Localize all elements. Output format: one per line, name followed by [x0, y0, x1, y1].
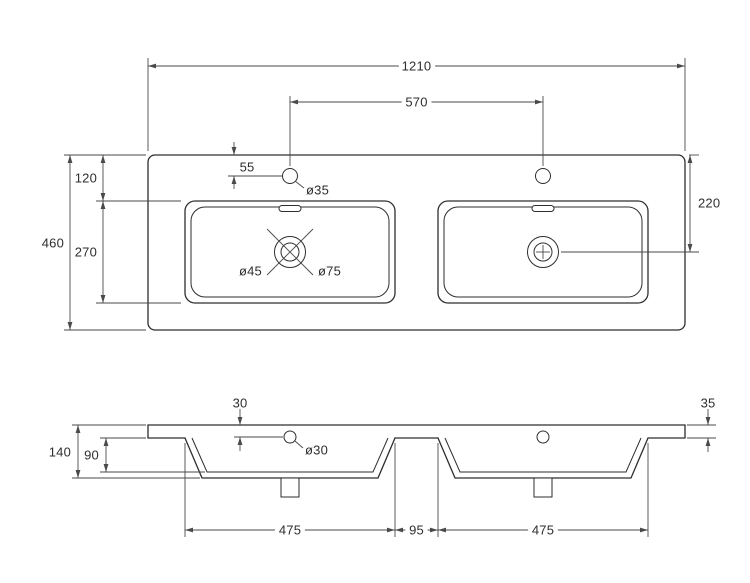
label-hole-diameter: ø30: [294, 440, 328, 458]
left-basin-rim: [184, 200, 396, 304]
dim-label-hole-diameter: ø30: [305, 443, 328, 458]
label-faucet-hole-diameter: ø35: [294, 180, 329, 198]
dim-label-basin-length: 270: [75, 245, 97, 260]
leader-line: [294, 180, 305, 189]
dim-label-left-bowl-width: 475: [279, 523, 301, 538]
dim-label-overall-depth: 460: [42, 236, 64, 251]
dim-label-right-bowl-width: 475: [532, 523, 554, 538]
top-plan-view: 1210 570 55 ø35 ø45 ø75 120: [37, 54, 720, 331]
countertop-outline: [147, 154, 686, 331]
dim-basin-length: 270: [75, 201, 181, 304]
dim-label-overall-height: 140: [49, 445, 71, 460]
dim-label-drain-recess-diameter: ø75: [318, 264, 341, 279]
dim-label-overall-width: 1210: [402, 59, 432, 74]
dim-faucet-offset: 55: [228, 142, 282, 189]
left-faucet-hole-front: [283, 430, 297, 444]
dim-label-drain-diameter: ø45: [239, 264, 262, 279]
right-bowl-inner-wall: [444, 437, 642, 473]
front-section-view: 30 35 ø30 90 140: [49, 396, 716, 542]
dim-label-faucet-hole-diameter: ø35: [306, 183, 329, 198]
left-drain-centerline: [266, 228, 314, 276]
dim-bowl-widths: 475 95 475: [184, 443, 649, 542]
dim-drain-offset: 220: [561, 154, 720, 253]
left-bowl-inner-wall: [191, 437, 389, 473]
vanity-top-profile: [147, 424, 686, 498]
right-faucet-hole: [535, 168, 551, 184]
left-overflow-slot: [278, 205, 302, 212]
dim-label-top-thickness: 35: [701, 396, 716, 411]
dim-label-drain-offset: 220: [698, 196, 720, 211]
dim-label-bowl-gap: 95: [409, 523, 424, 538]
left-faucet-hole: [282, 168, 298, 184]
right-drain-pipe: [533, 477, 553, 498]
leader-line: [294, 440, 304, 449]
dim-label-hole-offset: 30: [233, 396, 248, 411]
dim-label-faucet-offset: 55: [240, 160, 255, 175]
right-faucet-hole-front: [536, 430, 550, 444]
left-basin: [184, 200, 396, 304]
dim-hole-offset: 30: [233, 396, 283, 451]
dim-bowl-depth: 90: [84, 437, 205, 473]
dim-label-bowl-depth: 90: [84, 448, 99, 463]
dim-edge-to-basin: 120: [64, 154, 181, 202]
left-drain-pipe: [280, 477, 300, 498]
dim-label-edge-to-basin: 120: [75, 171, 97, 186]
dim-top-thickness: 35: [687, 396, 716, 452]
right-overflow-slot: [531, 205, 555, 212]
dim-overall-height: 140: [49, 424, 200, 479]
dim-faucet-distance: 570: [289, 90, 544, 166]
dim-label-faucet-distance: 570: [405, 95, 427, 110]
